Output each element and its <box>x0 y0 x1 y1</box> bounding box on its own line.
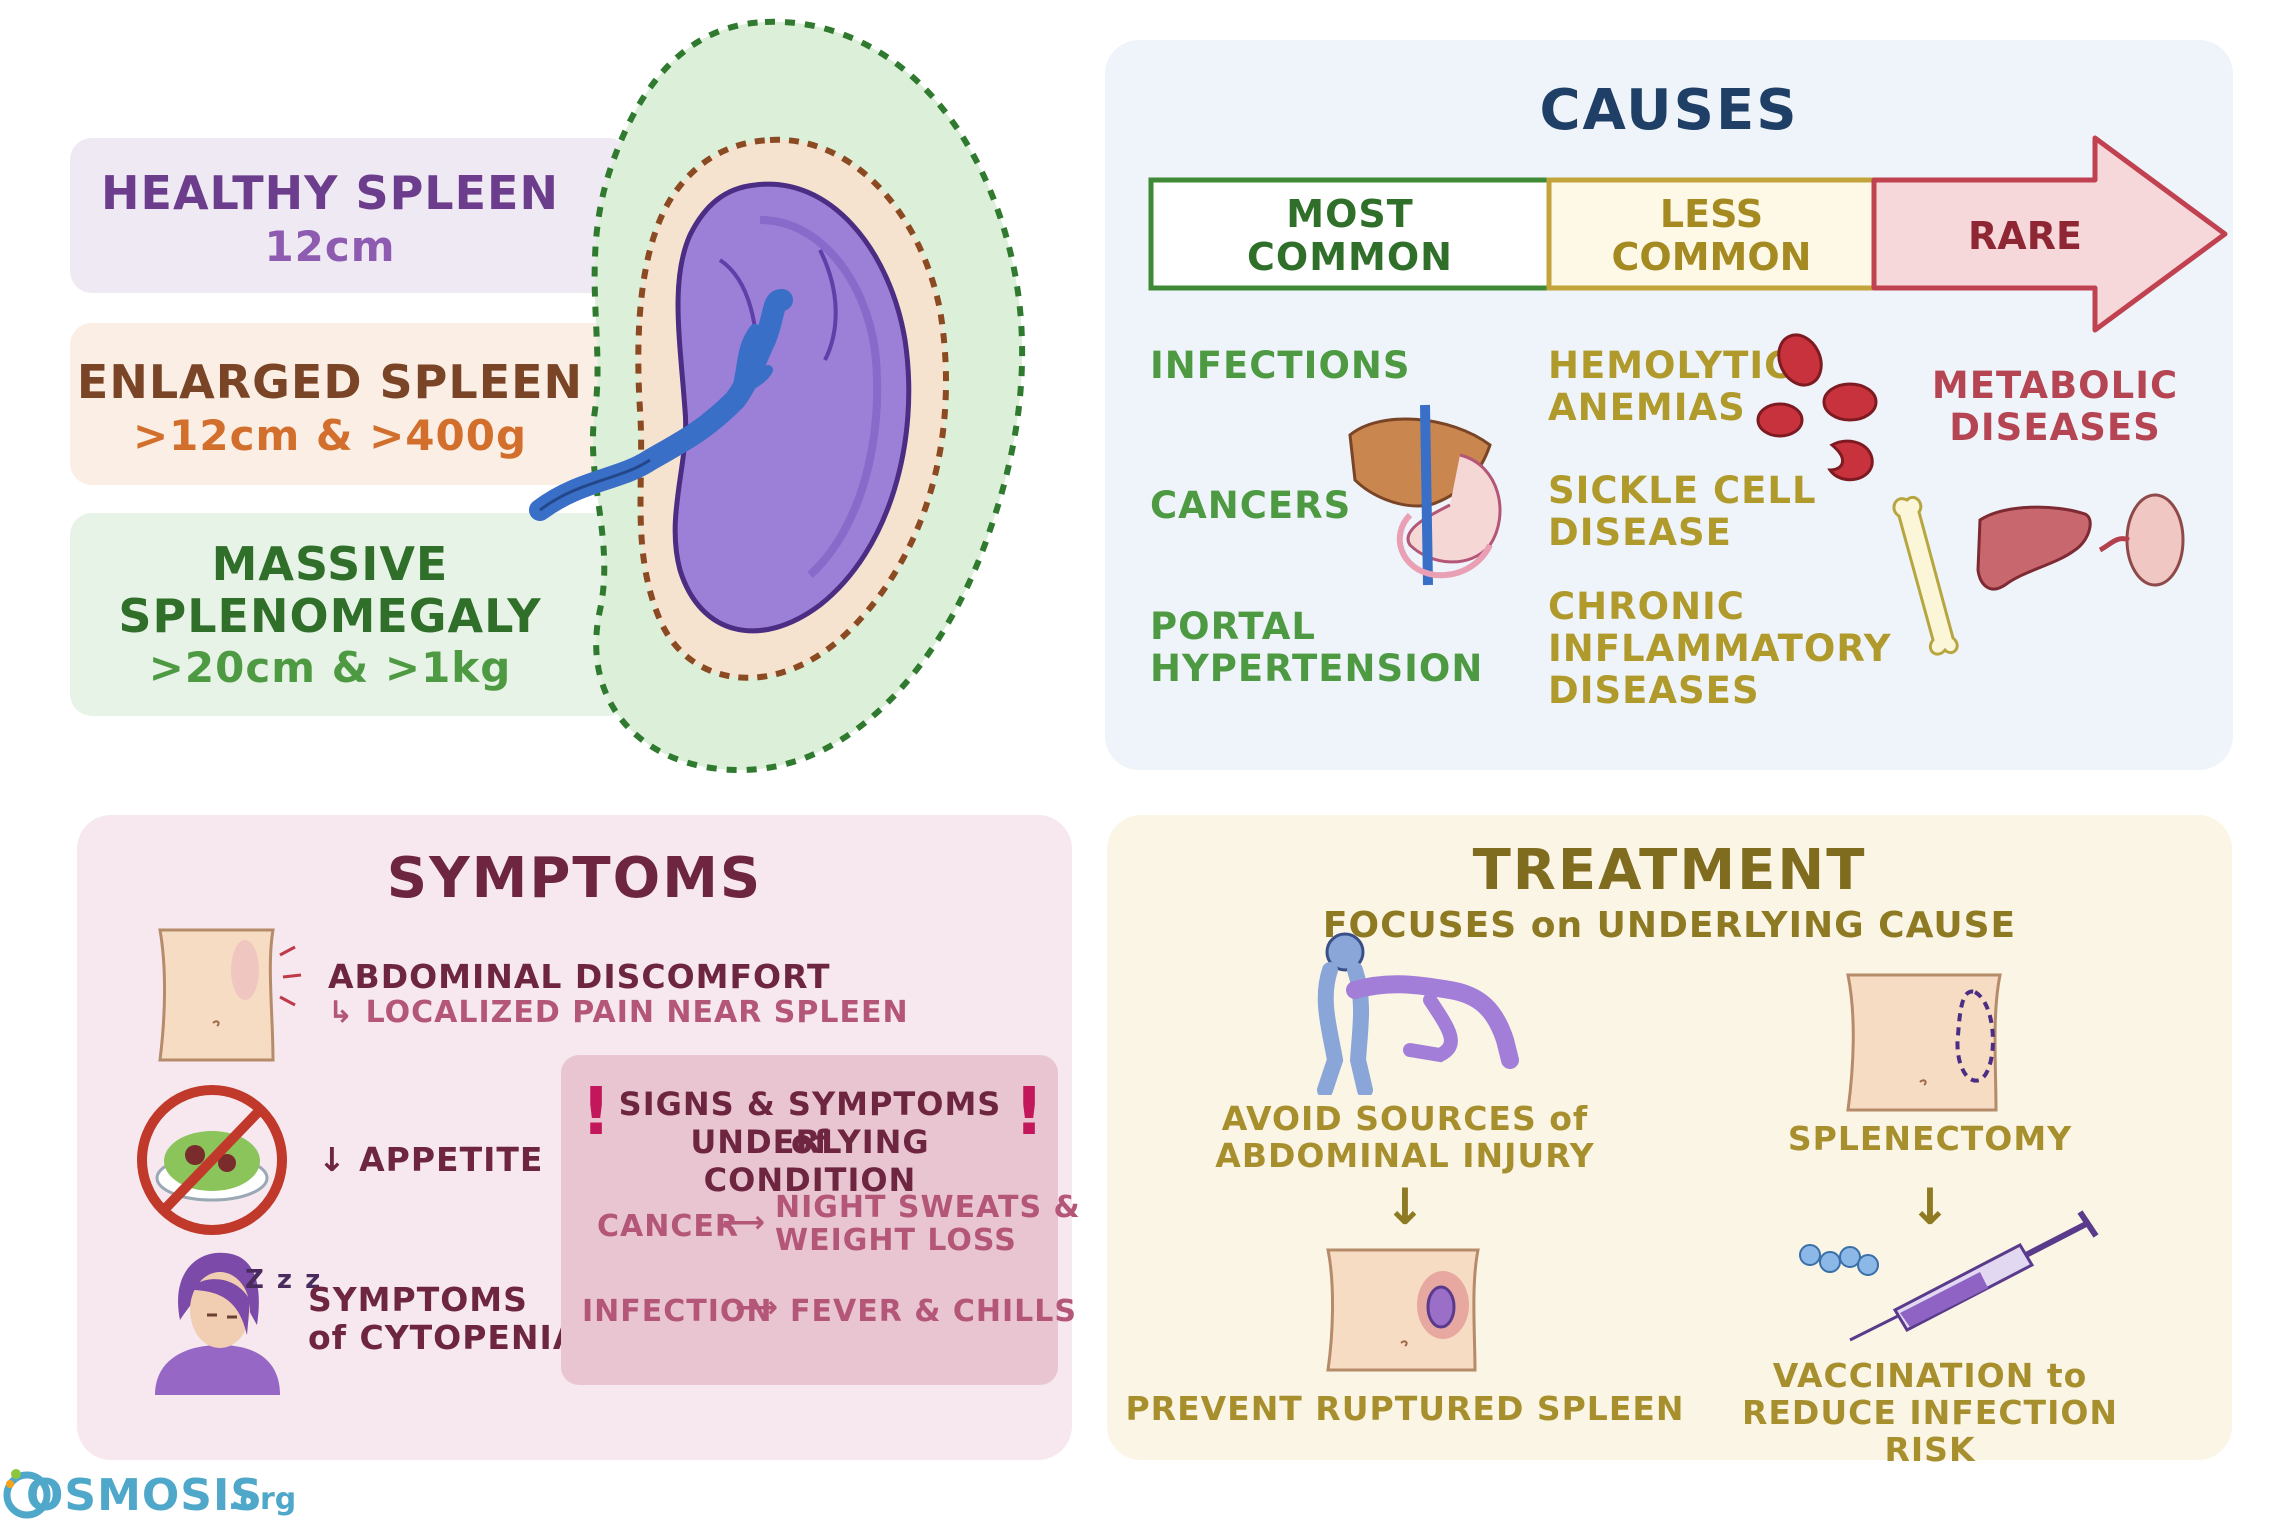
vaccination-1: VACCINATION to <box>1772 1356 2088 1395</box>
massive-splenomegaly-box: MASSIVE SPLENOMEGALY >20cm & >1kg <box>70 513 630 716</box>
cause-disease: DISEASE <box>1548 511 1732 554</box>
causes-frequency-arrow <box>1148 135 2228 333</box>
red-blood-cells-icon <box>1756 333 1878 481</box>
rare-header: RARE <box>1968 214 2082 258</box>
cancer-result-2: WEIGHT LOSS <box>775 1223 1017 1258</box>
cause-portal: PORTAL <box>1150 605 1316 648</box>
exclamation-left-icon: ! <box>581 1073 612 1150</box>
most-common-header-1: MOST <box>1286 192 1414 236</box>
splenectomy-abdomen-icon <box>1846 973 2002 1112</box>
enlarged-spleen-box: ENLARGED SPLEEN >12cm & >400g <box>70 323 630 485</box>
cause-metabolic: METABOLIC <box>1931 364 2179 407</box>
healthy-spleen-title: HEALTHY SPLEEN <box>101 166 559 220</box>
cancer-arrow-icon: ⟶ <box>722 1205 767 1240</box>
osmosis-logo[interactable]: OSMOSIS .org <box>0 1462 330 1522</box>
splenectomy: SPLENECTOMY <box>1787 1119 2073 1158</box>
avoid-injury-2: ABDOMINAL INJURY <box>1215 1136 1595 1175</box>
cancer-result-1: NIGHT SWEATS & <box>775 1190 1081 1225</box>
cause-inflammatory: INFLAMMATORY <box>1548 627 1892 670</box>
cause-sickle-cell: SICKLE CELL <box>1548 469 1817 512</box>
cause-hypertension: HYPERTENSION <box>1150 647 1484 690</box>
less-common-header-1: LESS <box>1659 192 1764 236</box>
massive-title-line1: MASSIVE <box>211 537 449 591</box>
treatment-subtitle: FOCUSES on UNDERLYING CAUSE <box>1322 905 2017 946</box>
causes-title: CAUSES <box>1539 78 1799 143</box>
symptom-cytopenias-1: SYMPTOMS <box>308 1280 528 1319</box>
underlying-infection: INFECTION <box>582 1294 773 1329</box>
down-arrow-left-icon: ↓ <box>1384 1178 1426 1236</box>
exclamation-right-icon: ! <box>1014 1073 1045 1150</box>
symptoms-title: SYMPTOMS <box>386 846 763 911</box>
cause-chronic: CHRONIC <box>1548 585 1745 628</box>
down-arrow-right-icon: ↓ <box>1909 1178 1951 1236</box>
cause-hemolytic: HEMOLYTIC <box>1548 344 1793 387</box>
enlarged-spleen-measure: >12cm & >400g <box>132 411 528 460</box>
underlying-cancer: CANCER <box>597 1209 739 1244</box>
treatment-panel <box>1107 815 2232 1460</box>
enlarged-spleen-title: ENLARGED SPLEEN <box>76 355 584 409</box>
healthy-spleen-box: HEALTHY SPLEEN 12cm <box>70 138 630 293</box>
cause-diseases: DISEASES <box>1548 669 1760 712</box>
contact-sport-icon <box>1317 932 1519 1095</box>
cause-infections: INFECTIONS <box>1150 344 1411 387</box>
symptom-cytopenias-2: of CYTOPENIAS <box>308 1318 605 1357</box>
osmosis-brand: OSMOSIS <box>26 1470 264 1521</box>
zzz-icon: Z z z <box>245 1265 323 1295</box>
treatment-title: TREATMENT <box>1472 838 1867 903</box>
osmosis-logo-icon <box>3 1469 51 1519</box>
symptom-abdominal-discomfort: ABDOMINAL DISCOMFORT <box>328 957 831 996</box>
abdomen-pain-icon <box>158 928 302 1062</box>
most-common-header-2: COMMON <box>1247 235 1453 279</box>
tired-person-icon <box>155 1252 280 1395</box>
vaccine-syringe-icon <box>1799 1210 2099 1342</box>
spleen-illustration <box>529 18 1026 774</box>
causes-panel <box>1105 40 2233 770</box>
no-food-icon <box>137 1085 287 1235</box>
infection-arrow-icon: ⟶ <box>735 1290 780 1325</box>
massive-title-line2: SPLENOMEGALY <box>118 589 542 643</box>
underlying-title-1: SIGNS & SYMPTOMS of <box>618 1085 1002 1161</box>
cause-anemias: ANEMIAS <box>1548 386 1746 429</box>
symptom-localized-pain: ↳ LOCALIZED PAIN NEAR SPLEEN <box>328 995 909 1030</box>
prevent-ruptured-spleen: PREVENT RUPTURED SPLEEN <box>1125 1389 1685 1428</box>
vaccination-2: REDUCE INFECTION RISK <box>1741 1393 2119 1469</box>
underlying-condition-box <box>561 1055 1058 1385</box>
symptom-appetite: ↓ APPETITE <box>318 1140 544 1179</box>
abdomen-spleen-icon <box>1326 1248 1480 1372</box>
less-common-header-2: COMMON <box>1611 235 1812 279</box>
liver-portal-illustration <box>1348 404 1502 586</box>
healthy-spleen-measure: 12cm <box>264 222 396 271</box>
cause-metabolic-diseases: DISEASES <box>1949 406 2161 449</box>
infection-result: FEVER & CHILLS <box>790 1294 1077 1329</box>
underlying-title-2: UNDERLYING CONDITION <box>690 1123 930 1199</box>
rare-organs-illustration <box>1892 493 2185 656</box>
osmosis-suffix: .org <box>228 1482 297 1517</box>
cause-cancers: CANCERS <box>1150 484 1352 527</box>
massive-measure: >20cm & >1kg <box>148 643 512 692</box>
avoid-injury-1: AVOID SOURCES of <box>1221 1099 1589 1138</box>
